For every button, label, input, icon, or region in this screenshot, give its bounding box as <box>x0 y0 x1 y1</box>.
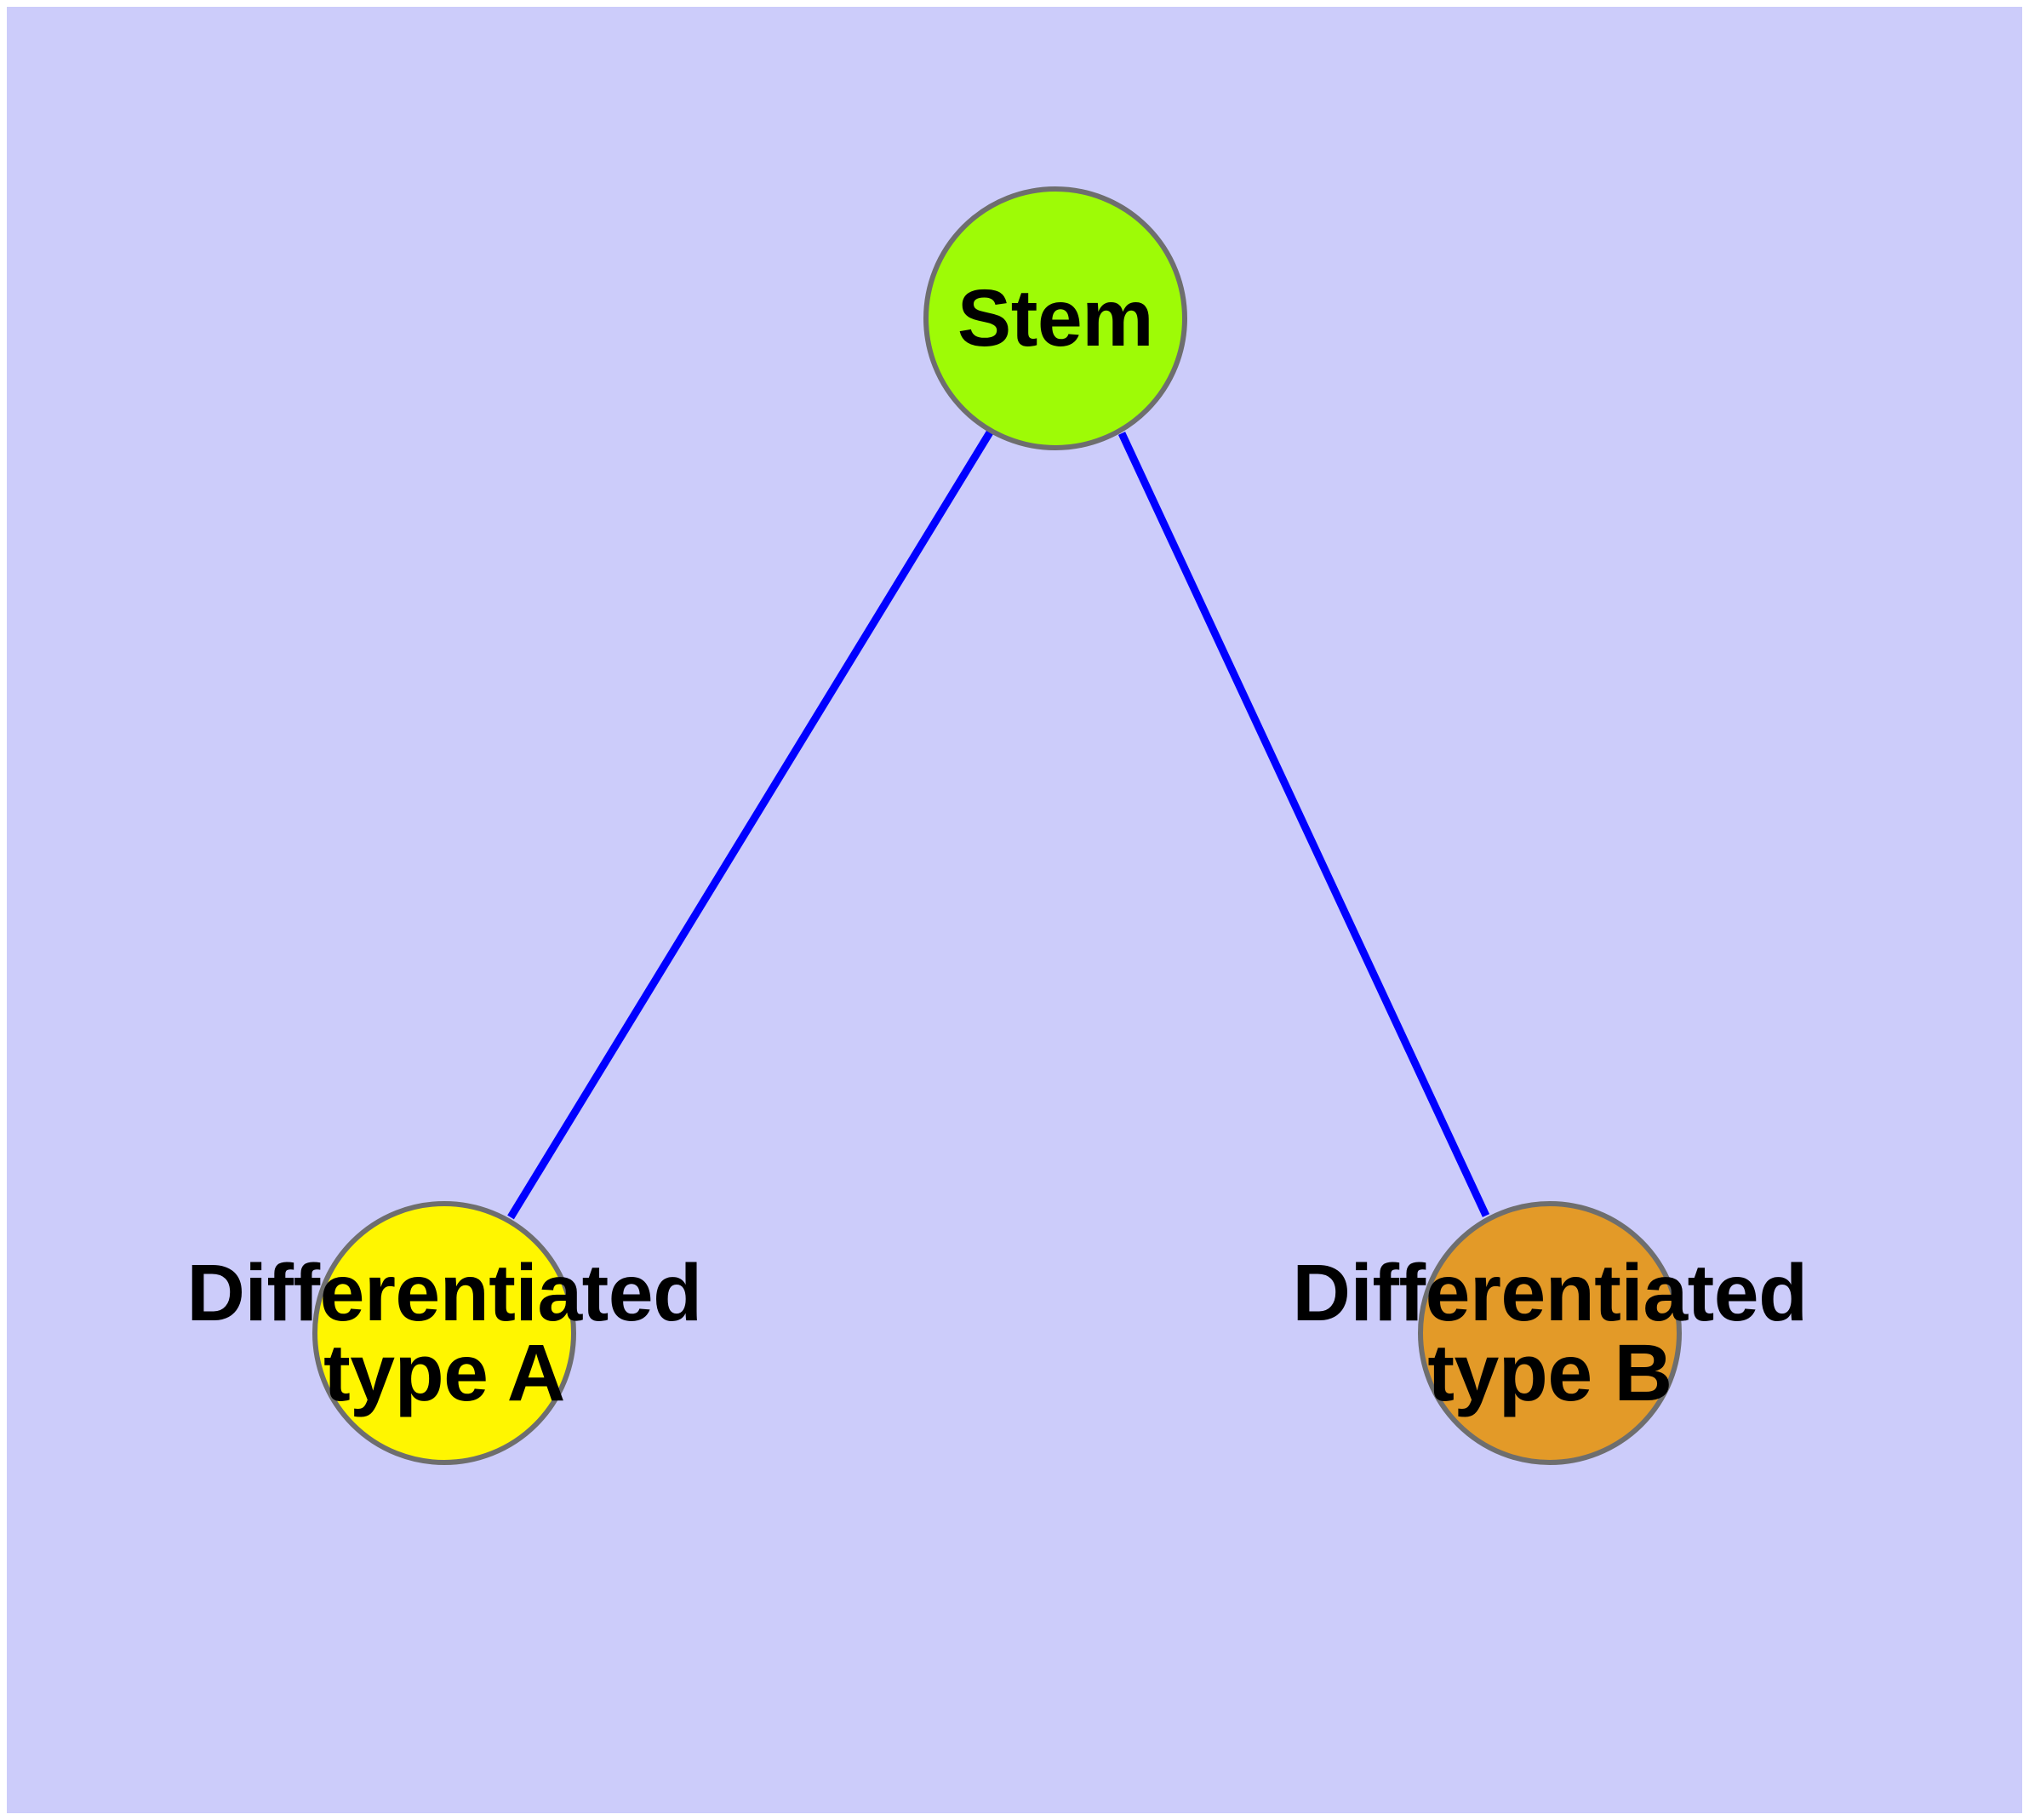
edge-stem-to-diff-a <box>507 430 993 1220</box>
edge-stem-to-diff-b <box>1117 432 1490 1217</box>
node-differentiated-type-b[interactable] <box>1418 1201 1682 1465</box>
node-stem[interactable] <box>923 186 1187 450</box>
node-differentiated-type-a[interactable] <box>312 1201 576 1465</box>
